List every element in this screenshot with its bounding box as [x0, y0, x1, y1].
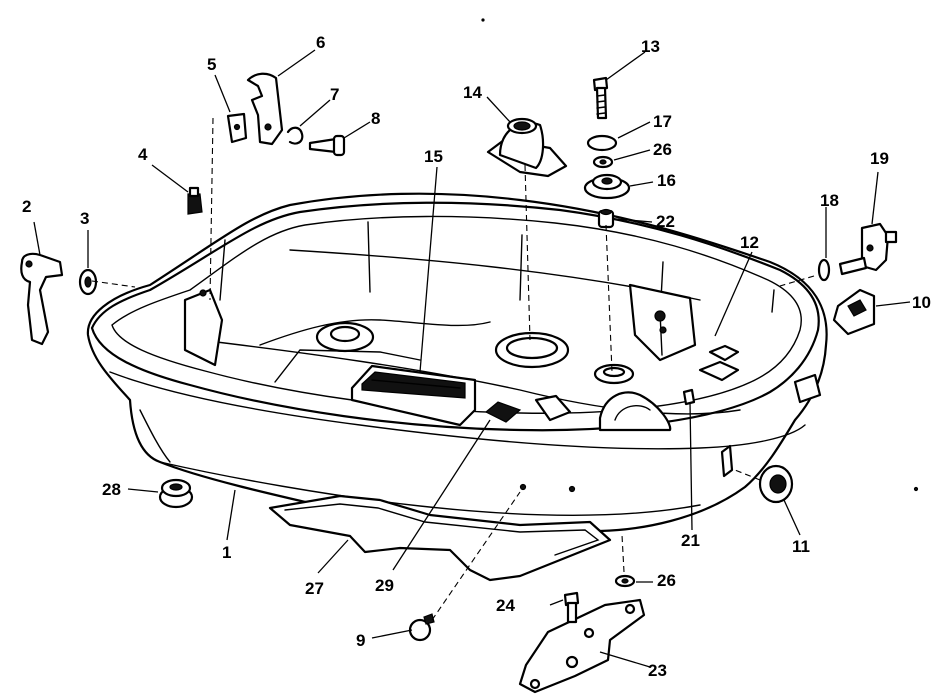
- callout-11: 11: [792, 537, 810, 556]
- callout-16: 16: [657, 171, 676, 190]
- callout-19: 19: [870, 149, 889, 168]
- part-bolt-24: [563, 591, 580, 624]
- part-round-grommet: [758, 464, 794, 504]
- callout-3: 3: [80, 209, 89, 228]
- callout-17: 17: [653, 112, 672, 131]
- callout-6: 6: [316, 33, 325, 52]
- callout-29: 29: [375, 576, 394, 595]
- assembly-lines: [91, 117, 815, 621]
- part-lever: [20, 252, 64, 346]
- part-latch: [246, 72, 284, 146]
- part-pin: [308, 134, 346, 157]
- callout-18: 18: [820, 191, 839, 210]
- part-screw: [682, 388, 696, 406]
- part-bolt: [592, 76, 609, 120]
- callout-23: 23: [648, 661, 667, 680]
- callout-26-upper: 26: [653, 140, 672, 159]
- callout-5: 5: [207, 55, 216, 74]
- part-knob: [408, 613, 435, 642]
- callout-labels: 1 2 3 4 5 6 7 8 9 10 11 12 13 14 15 16 1…: [22, 33, 931, 680]
- callout-4: 4: [138, 145, 148, 164]
- callout-7: 7: [330, 85, 339, 104]
- mount-bracket: [518, 598, 646, 694]
- part-grommet: [583, 173, 631, 200]
- part-clip: [286, 126, 304, 145]
- part-flat-washer: [586, 134, 618, 152]
- part-angled-fitting: [838, 222, 898, 276]
- callout-28: 28: [102, 480, 121, 499]
- callout-21: 21: [681, 531, 700, 550]
- callout-26-lower: 26: [657, 571, 676, 590]
- callout-24: 24: [496, 596, 515, 615]
- lower-motor-cover: [86, 192, 828, 535]
- callout-14: 14: [463, 83, 482, 102]
- callout-9: 9: [356, 631, 365, 650]
- callout-12: 12: [740, 233, 759, 252]
- callout-22: 22: [656, 212, 675, 231]
- part-grommet-28: [158, 478, 194, 509]
- callout-2: 2: [22, 197, 31, 216]
- part-boot-grommet: [486, 117, 568, 178]
- part-grease-fitting: [187, 186, 203, 215]
- callout-13: 13: [641, 37, 660, 56]
- callout-8: 8: [371, 109, 380, 128]
- callout-27: 27: [305, 579, 324, 598]
- bottom-seal-plate: [268, 494, 612, 582]
- part-washer-18: [817, 258, 831, 282]
- callout-10: 10: [912, 293, 931, 312]
- callout-1: 1: [222, 543, 231, 562]
- callout-15: 15: [424, 147, 443, 166]
- leader-lines: [33, 49, 911, 668]
- part-sleeve: [597, 208, 615, 229]
